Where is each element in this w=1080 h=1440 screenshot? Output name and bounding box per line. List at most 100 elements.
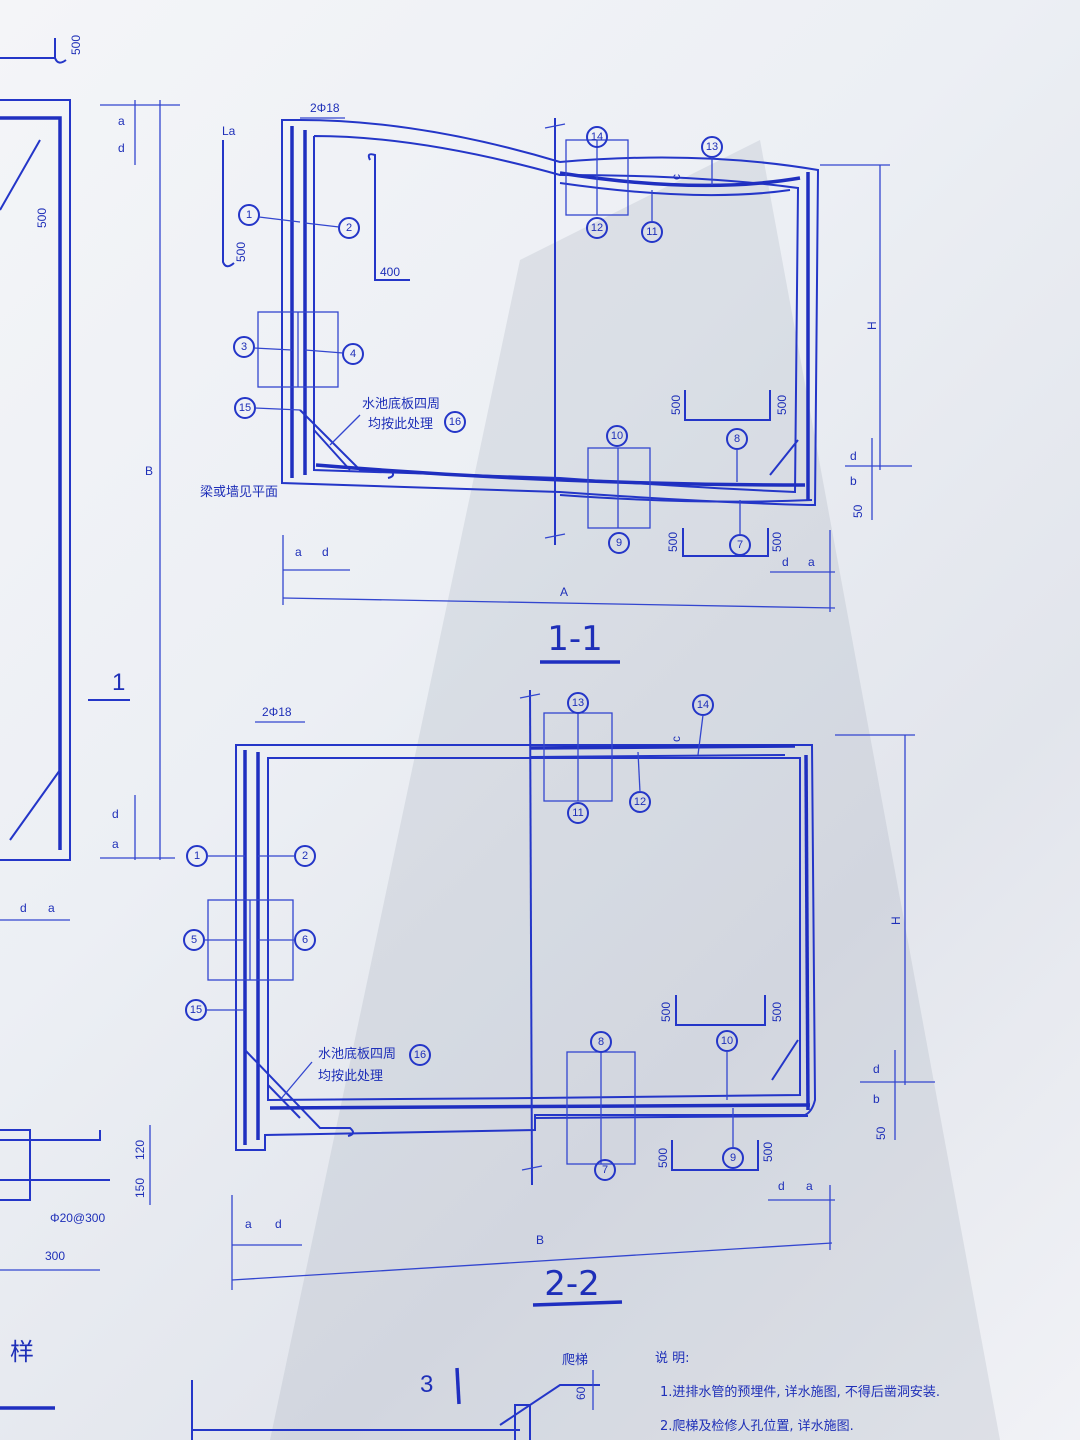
svg-text:4: 4 [350,348,356,360]
svg-text:8: 8 [734,433,740,445]
s1-callout-15: 15 [234,397,256,419]
svg-text:6: 6 [302,934,308,946]
s2-break-line [529,689,533,1186]
s1-dim-a-left: a [295,545,302,559]
s2-haunch-line [267,1084,301,1119]
s2-inner-outline [267,757,801,1102]
s1-dim-d-left: d [322,545,329,559]
s2-callout-6: 6 [294,929,316,951]
s1-callout-4: 4 [342,343,364,365]
s2-callout-7: 7 [594,1159,616,1181]
s1-callout-2: 2 [338,217,360,239]
s1-callout-4-leader [304,349,344,354]
s1-callout-1-leader [258,216,301,223]
ladder-dim-60: 60 [574,1386,588,1400]
s1-callout-3: 3 [233,336,255,358]
left-dim-300: 300 [45,1249,65,1263]
s2-callout-2: 2 [294,845,316,867]
left-dim-500-top: 500 [69,35,83,55]
left-step-rebar [0,1130,110,1181]
s1-callout-16: 16 [444,411,466,433]
s1-outer-outline [281,119,820,506]
section-1-1: La 500 400 2Φ18 1 2 3 4 15 16 14 12 13 1… [200,101,912,664]
s2-callout-14-leader [697,714,704,756]
left-dim-d-horizontal: d [20,901,27,915]
s2-top-rebar [529,744,796,750]
left-dim-500-mid: 500 [35,208,49,228]
svg-text:12: 12 [591,222,603,234]
svg-text:16: 16 [449,416,461,428]
s2-callout-16-leader [279,1061,313,1101]
s2-dim-b-line [231,1242,833,1281]
s2-callout-11: 11 [567,802,589,824]
svg-text:7: 7 [737,539,743,551]
s1-callout-14: 14 [586,126,608,148]
left-dim-b-label: B [145,464,153,478]
s1-dim-h-label: H [865,321,879,330]
s1-lower-u-hook [682,528,769,557]
s1-hook-500-label: 500 [234,242,248,262]
svg-text:9: 9 [616,537,622,549]
left-dim-a-horizontal: a [48,901,55,915]
section-3-outline [191,1380,520,1440]
s2-outer-outline [235,744,817,1151]
left-wall-outline [0,99,71,861]
s1-detail-box-bottom [587,447,651,529]
s2-haunch-rebar [244,1049,354,1137]
s1-right-haunch [769,439,799,476]
ladder-label: 爬梯 [562,1353,588,1368]
s2-dim-d-bottom-right: d [778,1179,785,1193]
left-wall-rebar [0,116,62,850]
s1-hook-400-label: 400 [380,265,400,279]
svg-text:8: 8 [598,1036,604,1048]
s2-bottom-rebar [269,1103,811,1110]
left-step-outline [0,1129,31,1201]
s1-hook-400 [367,153,410,281]
s1-callout-3-leader [253,347,293,351]
svg-text:9: 9 [730,1152,736,1164]
s1-dim-a-line [282,597,836,609]
s1-title: 1-1 [547,619,603,659]
svg-text:13: 13 [706,141,718,153]
section-2-2: 2Φ18 1 2 5 6 15 16 13 14 11 12 8 10 7 9 … [183,689,935,1307]
note-2: 2.爬梯及检修人孔位置, 详水施图. [660,1419,854,1434]
s2-top-rebar-2 [529,754,786,758]
svg-text:5: 5 [191,934,197,946]
section-3-title: 3 [420,1371,433,1398]
bottom-section: 3 爬梯 60 说 明: 1.进排水管的预埋件, 详水施图, 不得后凿洞安装. … [191,1351,940,1440]
s2-dim-b-label: B [536,1233,544,1247]
left-diagonal-rebar [0,139,61,841]
s2-lower-u-500-right: 500 [761,1142,775,1162]
s1-note-line1: 水池底板四周 [362,396,440,412]
svg-text:11: 11 [572,807,583,819]
s1-callout-2-leader [304,222,340,228]
s1-bottom-rebar [315,463,806,487]
svg-text:14: 14 [697,699,709,711]
s1-callout-16-leader [329,414,361,446]
s1-dim-a-bottom-right: a [808,555,815,569]
s1-dim-a-label: A [560,585,568,599]
s2-dim-c: c [669,736,683,742]
s2-callout-5: 5 [183,929,205,951]
svg-text:12: 12 [634,796,646,808]
s1-top-rebar [559,171,801,188]
s1-dim-d-right: d [850,449,857,463]
s2-callout-1: 1 [186,845,208,867]
s2-title: 2-2 [544,1264,600,1304]
s2-break-mark-bottom [521,1165,543,1171]
s1-callout-15-leader [254,407,301,411]
s2-dim-50-right: 50 [874,1126,888,1140]
s2-dim-a-left: a [245,1217,252,1231]
svg-text:15: 15 [239,402,251,414]
svg-text:1: 1 [246,209,252,221]
ladder-outline [499,1384,600,1440]
s1-lower-u-500-left: 500 [666,532,680,552]
left-detail: 500 500 B a d d a d a 1 120 150 Φ20@300 … [0,35,180,1410]
svg-text:1: 1 [194,850,200,862]
s2-top-bar-label: 2Φ18 [262,705,292,719]
s2-callout-15: 15 [185,999,207,1021]
photo-shadow [270,140,1000,1440]
s2-lower-u-500-left: 500 [656,1148,670,1168]
note-1: 1.进排水管的预埋件, 详水施图, 不得后凿洞安装. [660,1384,940,1400]
